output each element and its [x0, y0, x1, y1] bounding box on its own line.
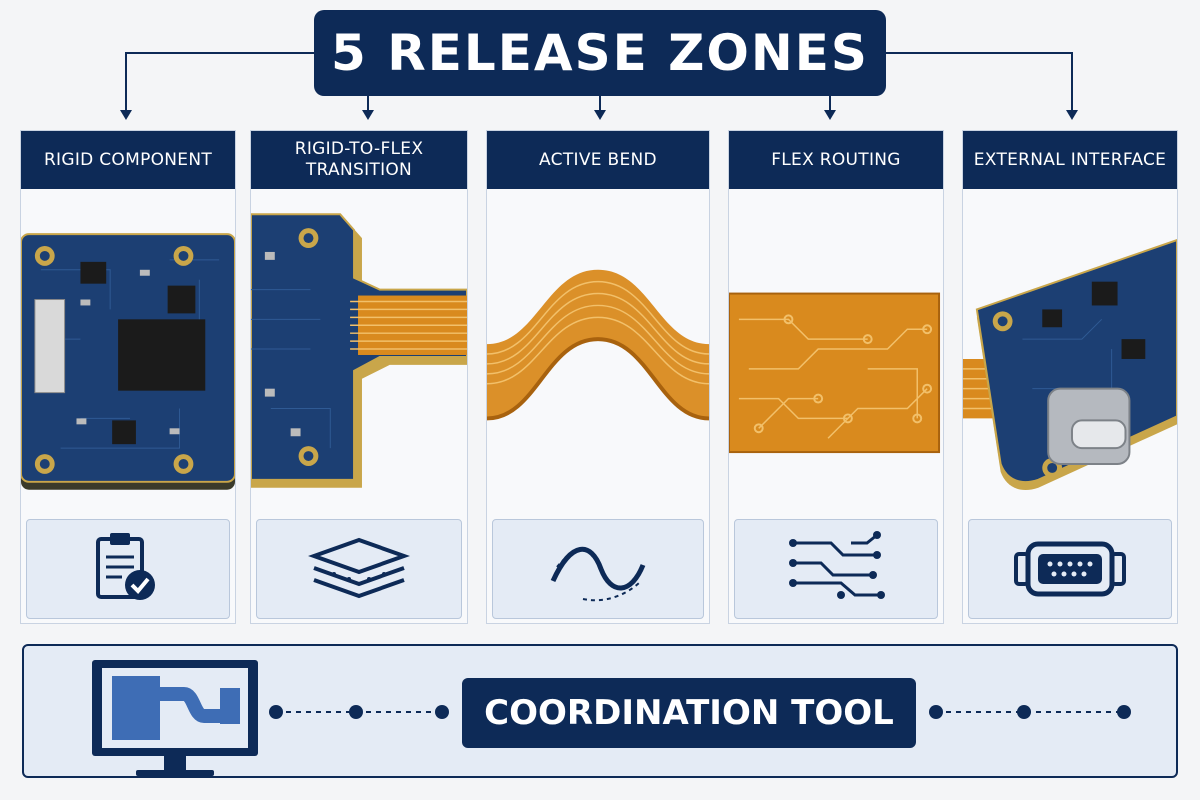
zone-header: EXTERNAL INTERFACE	[963, 131, 1177, 189]
layer-stack-icon	[308, 537, 410, 599]
zone-label: FLEX ROUTING	[771, 149, 901, 170]
arrow-head-5	[1066, 110, 1078, 120]
connector-zone-1	[125, 52, 314, 112]
left-link-dots	[269, 705, 449, 719]
zone-header: RIGID COMPONENT	[21, 131, 235, 189]
circuit-traces-icon	[789, 531, 885, 599]
page-title: 5 RELEASE ZONES	[314, 10, 886, 96]
arrow-head-1	[120, 110, 132, 120]
title-connectors	[120, 52, 1078, 120]
external-interface-image	[963, 189, 1177, 519]
coordination-graphics	[92, 660, 1131, 776]
arrow-head-4	[824, 110, 836, 120]
coordination-tool-label-box: COORDINATION TOOL	[462, 678, 916, 748]
bending-flex-image	[487, 189, 709, 519]
connector-port-icon	[1014, 541, 1126, 597]
coordination-tool-label: COORDINATION TOOL	[484, 693, 894, 733]
wave-bend-icon	[550, 547, 646, 602]
coordination-tool-panel: COORDINATION TOOL	[22, 644, 1178, 778]
zone-icon-box	[492, 519, 704, 619]
zone-label: EXTERNAL INTERFACE	[973, 149, 1167, 170]
transition-pcb-image	[251, 189, 467, 519]
zone-header: ACTIVE BEND	[487, 131, 709, 189]
flex-routing-image	[729, 189, 943, 519]
zone-header: FLEX ROUTING	[729, 131, 943, 189]
zone-label: ACTIVE BEND	[539, 149, 657, 170]
zone-icon-box	[734, 519, 938, 619]
page-title-text: 5 RELEASE ZONES	[331, 24, 869, 82]
connector-zone-5	[886, 52, 1073, 112]
zone-rigid-to-flex-transition: RIGID-TO-FLEX TRANSITION	[250, 130, 468, 624]
rigid-pcb-image	[21, 189, 235, 519]
zone-label: RIGID COMPONENT	[43, 149, 213, 170]
monitor-pcb-icon	[92, 660, 258, 776]
zone-flex-routing: FLEX ROUTING	[728, 130, 944, 624]
zone-icon-box	[26, 519, 230, 619]
zone-external-interface: EXTERNAL INTERFACE	[962, 130, 1178, 624]
arrow-head-2	[362, 110, 374, 120]
zone-header: RIGID-TO-FLEX TRANSITION	[251, 131, 467, 189]
zone-active-bend: ACTIVE BEND	[486, 130, 710, 624]
zone-icon-box	[256, 519, 462, 619]
arrow-head-3	[594, 110, 606, 120]
zone-rigid-component: RIGID COMPONENT	[20, 130, 236, 624]
zone-label: RIGID-TO-FLEX TRANSITION	[294, 139, 424, 180]
zone-icon-box	[968, 519, 1172, 619]
right-link-dots	[929, 705, 1131, 719]
clipboard-check-icon	[96, 533, 155, 600]
